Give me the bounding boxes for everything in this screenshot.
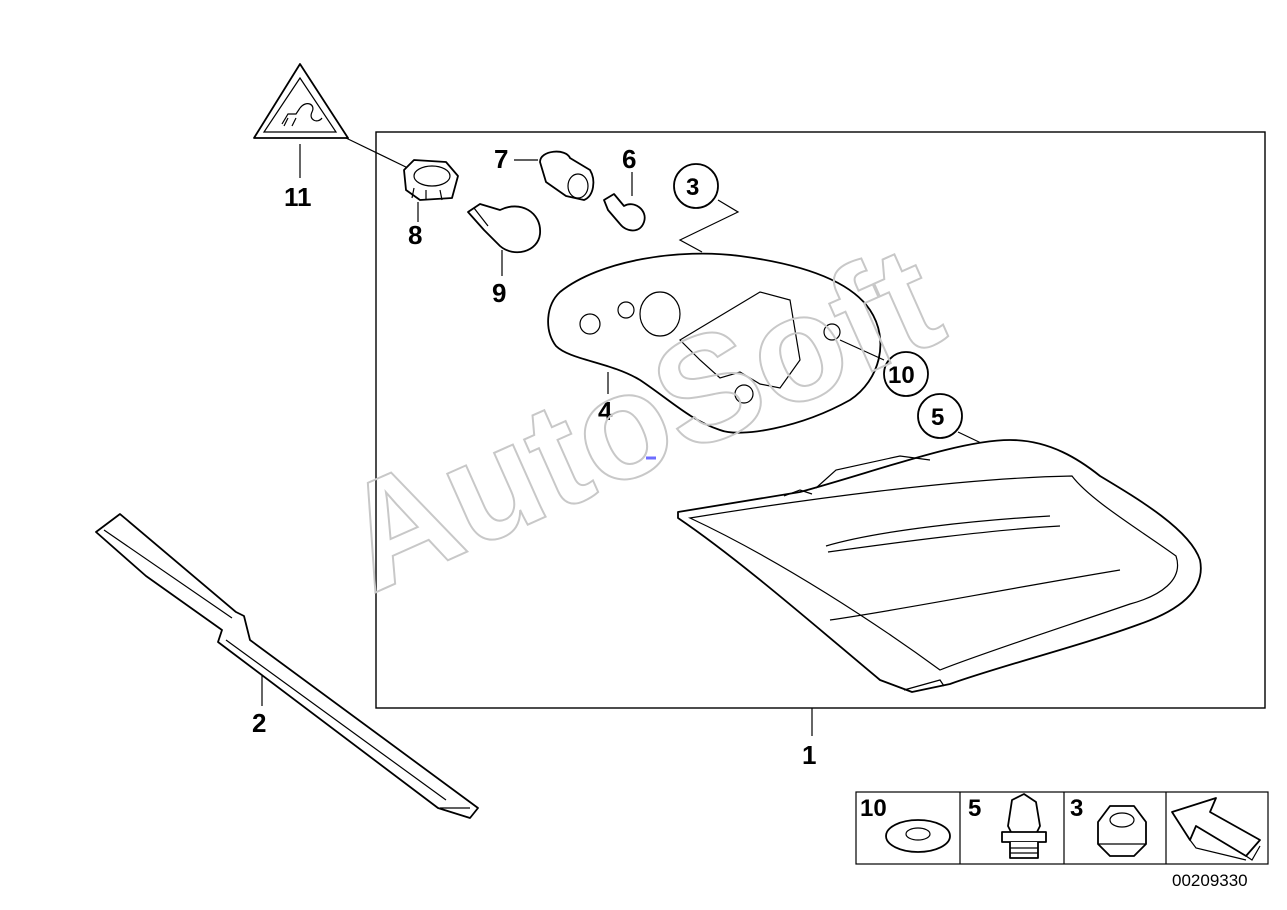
tail-light-housing[interactable] <box>677 439 1202 693</box>
callout-9: 9 <box>492 278 506 308</box>
hardware-legend <box>855 791 1269 865</box>
callout-6: 6 <box>622 144 636 174</box>
callout-4: 4 <box>598 396 613 426</box>
callout-11: 11 <box>284 182 312 212</box>
callout-8: 8 <box>408 220 422 250</box>
bulb-large[interactable] <box>467 203 541 254</box>
bulb-small[interactable] <box>603 193 646 232</box>
direction-arrow-icon[interactable] <box>1171 797 1261 861</box>
washer-icon[interactable] <box>885 819 951 853</box>
callout-1: 1 <box>802 740 816 770</box>
callout-2: 2 <box>252 708 266 738</box>
callout-5: 5 <box>931 404 944 431</box>
callout-3-circle <box>673 163 719 209</box>
callout-10-circle <box>883 351 929 397</box>
bulb-socket[interactable] <box>403 159 459 201</box>
legend-label-10: 10 <box>860 795 887 822</box>
callout-3: 3 <box>686 174 699 201</box>
expanding-nut-icon[interactable] <box>1001 793 1047 859</box>
legend-label-5: 5 <box>968 795 981 822</box>
bulb-cylindrical[interactable] <box>539 150 595 201</box>
trim-strip[interactable] <box>95 513 479 819</box>
assembly-frame <box>375 131 1266 709</box>
bulb-carrier[interactable] <box>547 252 882 434</box>
callout-7: 7 <box>494 144 508 174</box>
hex-nut-icon[interactable] <box>1097 805 1147 857</box>
electrical-plug-warning-icon[interactable] <box>253 63 349 139</box>
legend-label-3: 3 <box>1070 795 1083 822</box>
callout-5-circle <box>917 393 963 439</box>
callout-10: 10 <box>888 362 915 389</box>
diagram-number: 00209330 <box>1172 871 1248 890</box>
